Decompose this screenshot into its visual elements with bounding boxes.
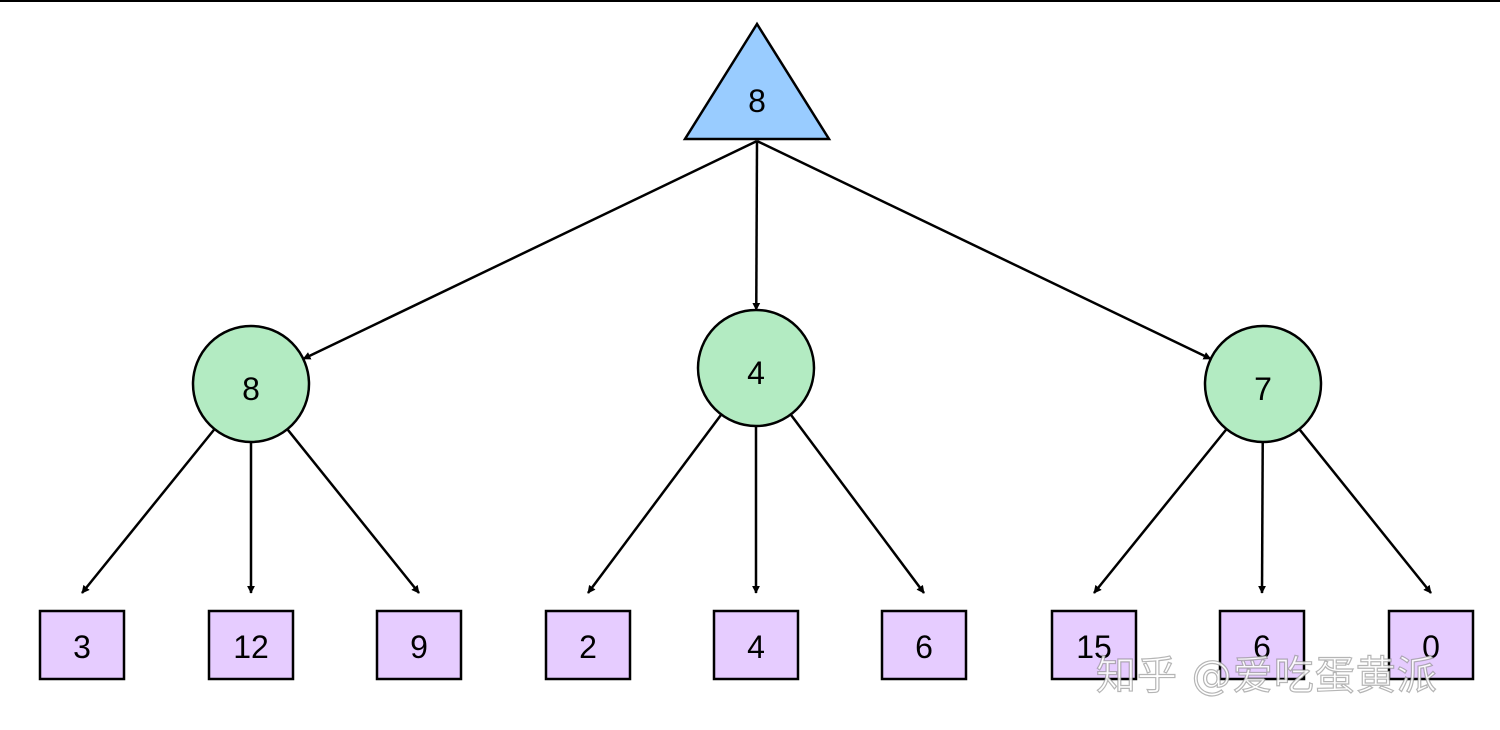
- nodes-layer: 8 8 4 7 3 12 9 2 4 6 15 6 0: [38, 21, 1475, 681]
- square-shape: [1387, 609, 1475, 681]
- edge-node-1-to-leaf-3: [286, 428, 420, 594]
- watermark-text: 知乎 @爱吃蛋黄派: [1095, 652, 1438, 699]
- square-shape: [375, 609, 463, 681]
- edge-node-3-to-leaf-3: [1298, 428, 1432, 594]
- leaf-node-value: 3: [73, 629, 91, 665]
- leaf-node-value: 6: [915, 629, 933, 665]
- square-shape: [38, 609, 126, 681]
- leaf-node-value: 4: [747, 629, 765, 665]
- edge-root-to-child-1: [302, 139, 758, 361]
- leaf-node-3-2: 6: [1218, 609, 1306, 681]
- edge-node-1-to-leaf-1: [81, 428, 216, 594]
- leaf-node-2-1: 2: [544, 609, 632, 681]
- leaf-node-1-2: 12: [207, 609, 295, 681]
- min-node-1: 8: [191, 324, 311, 444]
- square-shape: [1050, 609, 1138, 681]
- edge-node-2-to-leaf-1: [586, 413, 723, 594]
- edges-layer: [81, 139, 1432, 594]
- leaf-node-1-3: 9: [375, 609, 463, 681]
- min-node-value: 4: [747, 355, 765, 391]
- leaf-node-value: 6: [1253, 629, 1271, 665]
- edge-root-to-child-3: [756, 139, 1212, 361]
- root-node-value: 8: [748, 83, 766, 119]
- square-shape: [207, 609, 295, 681]
- edge-root-to-child-2: [752, 140, 761, 311]
- root-max-node: 8: [682, 21, 832, 141]
- leaf-node-1-1: 3: [38, 609, 126, 681]
- edge-node-3-to-leaf-1: [1093, 428, 1228, 594]
- leaf-node-3-1: 15: [1050, 609, 1138, 681]
- edge-node-2-to-leaf-3: [789, 413, 926, 594]
- square-shape: [544, 609, 632, 681]
- leaf-node-value: 15: [1076, 629, 1112, 665]
- leaf-node-2-3: 6: [880, 609, 968, 681]
- top-border-line: [0, 0, 1500, 2]
- leaf-node-3-3: 0: [1387, 609, 1475, 681]
- leaf-node-value: 9: [410, 629, 428, 665]
- square-shape: [1218, 609, 1306, 681]
- leaf-node-2-2: 4: [712, 609, 800, 681]
- leaf-node-value: 2: [579, 629, 597, 665]
- leaf-node-value: 0: [1422, 629, 1440, 665]
- square-shape: [712, 609, 800, 681]
- circle-shape: [191, 324, 311, 444]
- min-node-value: 7: [1254, 371, 1272, 407]
- min-node-3: 7: [1203, 324, 1323, 444]
- square-shape: [880, 609, 968, 681]
- min-node-2: 4: [696, 308, 816, 428]
- triangle-shape: [682, 21, 832, 141]
- circle-shape: [696, 308, 816, 428]
- min-node-value: 8: [242, 371, 260, 407]
- edge-node-3-to-leaf-2: [1258, 441, 1267, 594]
- circle-shape: [1203, 324, 1323, 444]
- leaf-node-value: 12: [233, 629, 269, 665]
